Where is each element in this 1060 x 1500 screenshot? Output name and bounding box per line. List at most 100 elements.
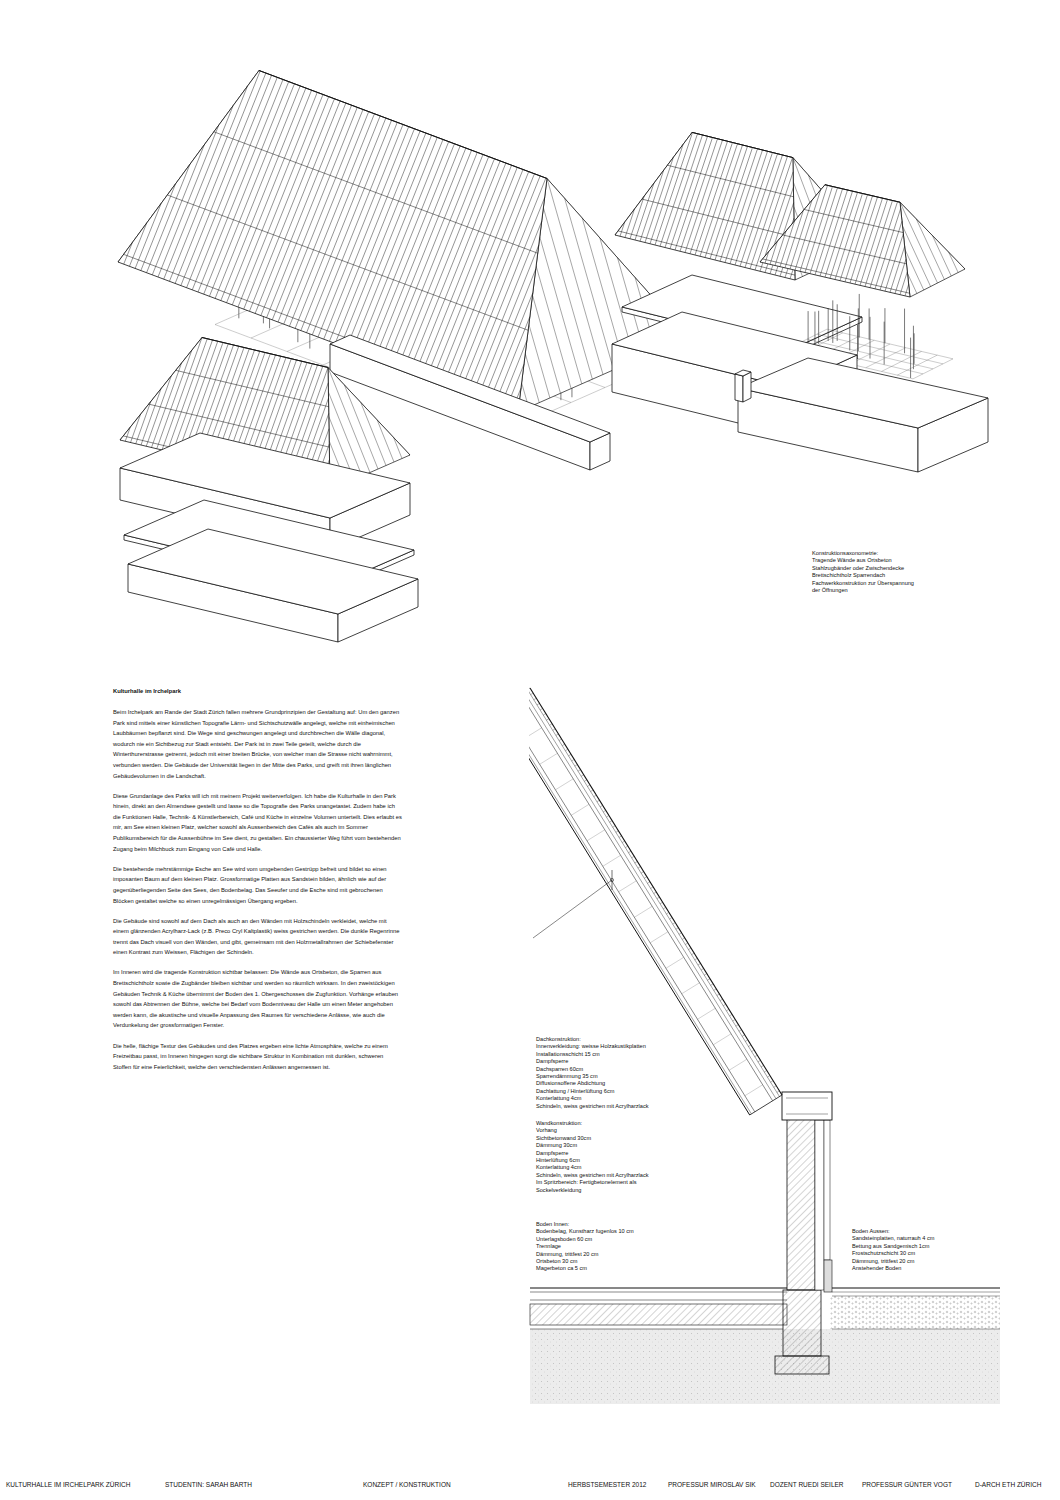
layer-spec: Schindeln, weiss gestrichen mit Acrylhar… bbox=[536, 1103, 649, 1110]
shingle-tick bbox=[720, 999, 723, 1001]
hip-roof bbox=[760, 185, 965, 297]
tie-rod bbox=[859, 294, 860, 338]
body-paragraph: Die helle, flächige Textur des Gebäudes … bbox=[113, 1041, 403, 1073]
footer-label: STUDENTIN: SARAH BARTH bbox=[165, 1480, 252, 1489]
rafter-line bbox=[860, 199, 888, 285]
shingle-tick bbox=[556, 734, 559, 736]
rafter-line bbox=[152, 145, 204, 275]
box-face bbox=[735, 370, 751, 376]
shingle-tick bbox=[550, 724, 553, 726]
purlin-line bbox=[176, 370, 329, 406]
layer-spec: Boden Innen: bbox=[536, 1221, 569, 1228]
rafter-line bbox=[865, 201, 893, 287]
shingle-tick bbox=[710, 984, 713, 986]
layer-spec: Frostschutzschicht 30 cm bbox=[852, 1250, 915, 1257]
footer-label: HERBSTSEMESTER 2012 bbox=[568, 1480, 646, 1489]
rafter-tick bbox=[603, 855, 621, 866]
ridge-line bbox=[259, 71, 547, 179]
rafter-line bbox=[164, 106, 233, 279]
layer-spec: Dampfsperre bbox=[536, 1058, 568, 1065]
annotation-line: der Öffnungen bbox=[812, 587, 848, 594]
box-face bbox=[128, 529, 418, 614]
rafter-line bbox=[705, 145, 743, 258]
shingle-tick bbox=[736, 1025, 739, 1027]
rafter-line bbox=[675, 138, 713, 251]
rafter-line bbox=[198, 80, 283, 293]
rafter-line bbox=[525, 354, 539, 403]
rafter-line bbox=[630, 196, 644, 239]
wall-pier bbox=[735, 370, 751, 402]
rafter-line bbox=[444, 172, 529, 385]
rafter-tick bbox=[697, 1008, 715, 1019]
rafter-tick bbox=[666, 957, 684, 968]
shingle-tick bbox=[767, 1076, 770, 1078]
shingle-tick bbox=[704, 974, 707, 976]
shingle-tick bbox=[698, 963, 701, 965]
rafter-line bbox=[536, 266, 571, 389]
tie-rod bbox=[818, 311, 819, 344]
gutter-line bbox=[786, 1098, 828, 1099]
rafter-line bbox=[344, 385, 378, 469]
shingle-tick bbox=[660, 902, 663, 904]
rafter-tick bbox=[587, 830, 605, 841]
footer-label: KULTURHALLE IM IRCHELPARK ZÜRICH bbox=[6, 1480, 130, 1489]
rafter-line bbox=[735, 153, 773, 266]
shingle-tick bbox=[774, 1086, 777, 1088]
shingle-tick bbox=[546, 719, 549, 721]
rafter-line bbox=[720, 149, 758, 262]
rafter-line bbox=[387, 150, 472, 363]
rafter-line bbox=[415, 161, 500, 373]
rafter-line bbox=[765, 252, 769, 263]
rafter-line bbox=[244, 97, 329, 310]
body-paragraph: Diese Grundanlage des Parks will ich mit… bbox=[113, 791, 403, 855]
shingle-tick bbox=[758, 1060, 761, 1062]
rafter-line bbox=[204, 82, 289, 295]
shingle-tick bbox=[745, 1040, 748, 1042]
rafter-line bbox=[181, 73, 266, 286]
roof-layers bbox=[529, 688, 782, 1115]
rafter-line bbox=[125, 427, 130, 441]
layer-spec: Hinterlüftung 6cm bbox=[536, 1157, 580, 1164]
shingle-tick bbox=[581, 775, 584, 777]
rafter-line bbox=[318, 125, 403, 338]
shingle-tick bbox=[669, 918, 672, 920]
shingle-tick bbox=[755, 1055, 758, 1057]
purlin-line bbox=[642, 199, 794, 237]
rafter-line bbox=[529, 324, 550, 398]
rafter-line bbox=[141, 184, 176, 271]
shingle-tick bbox=[752, 1050, 755, 1052]
shingle-tick bbox=[714, 989, 717, 991]
rafter-line bbox=[328, 368, 370, 473]
shingle-tick bbox=[610, 821, 613, 823]
ground-line bbox=[832, 1292, 1000, 1293]
rafter-line bbox=[665, 135, 703, 248]
rafter-line bbox=[547, 179, 603, 375]
rafter-line bbox=[650, 144, 683, 243]
shingle-tick bbox=[587, 785, 590, 787]
shingle-tick bbox=[632, 856, 635, 858]
rafter-line bbox=[495, 317, 530, 404]
rafter-line bbox=[800, 185, 828, 271]
purlin-line bbox=[667, 165, 793, 197]
rafter-tick bbox=[571, 804, 589, 815]
shingle-tick bbox=[600, 805, 603, 807]
tie-rod bbox=[869, 308, 870, 339]
rafter-line bbox=[730, 151, 768, 264]
shingle-tick bbox=[565, 749, 568, 751]
rafter-line bbox=[381, 148, 466, 361]
rafter-line bbox=[455, 176, 540, 388]
rafter-line bbox=[472, 221, 541, 394]
rafter-line bbox=[810, 188, 838, 274]
rafter-line bbox=[543, 208, 592, 380]
shingle-tick bbox=[628, 851, 631, 853]
rafter-line bbox=[640, 170, 664, 241]
rafter-tick bbox=[555, 779, 573, 790]
rafter-line bbox=[152, 363, 182, 447]
footer-label: PROFESSUR MIROSLAV SIK bbox=[668, 1480, 756, 1489]
shingle-tick bbox=[729, 1014, 732, 1016]
rafter-line bbox=[875, 209, 901, 289]
annotation-line: Fachwerkkonstruktion zur Überspannung bbox=[812, 580, 914, 587]
ground-fill bbox=[530, 1329, 1000, 1404]
rafter-line bbox=[227, 90, 312, 303]
box-face bbox=[743, 372, 751, 402]
